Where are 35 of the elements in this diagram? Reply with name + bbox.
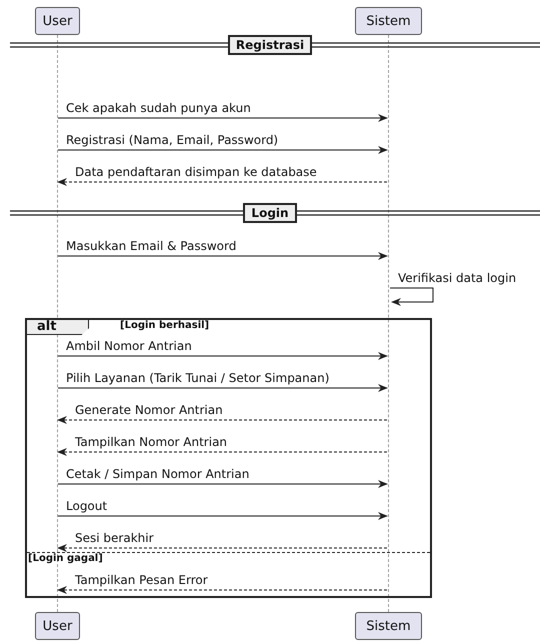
message-arrow [58,146,388,154]
return-message-arrow [57,586,388,594]
message-arrow [58,352,388,360]
participant-box: Sistem [355,7,422,35]
edge-label: Pilih Layanan (Tarik Tunai / Setor Simpanan) [64,371,332,385]
guard-label: [Login gagal] [28,553,103,564]
section-title: Login [243,203,297,223]
guard-label: [Login berhasil] [120,320,210,331]
return-message-arrow [57,544,388,552]
edge-label: Ambil Nomor Antrian [64,339,194,353]
edge-label: Generate Nomor Antrian [73,403,225,417]
edge-label: Registrasi (Nama, Email, Password) [64,133,280,147]
return-message-arrow [57,448,388,456]
edge-label: Verifikasi data login [397,271,518,285]
participant-box: User [35,7,80,35]
self-message-arrow [390,288,434,306]
return-message-arrow [57,416,388,424]
edge-label: Cek apakah sudah punya akun [64,101,253,115]
edge-label: Cetak / Simpan Nomor Antrian [64,467,252,481]
edge-label: Tampilkan Pesan Error [73,573,210,587]
message-arrow [58,384,388,392]
message-arrow [58,114,388,122]
message-arrow [58,252,388,260]
return-message-arrow [57,178,388,186]
edge-label: Data pendaftaran disimpan ke database [73,165,319,179]
edge-label: Masukkan Email & Password [64,239,238,253]
edge-label: Logout [64,499,110,513]
participant-box: User [35,612,80,640]
frame-tab: alt [27,320,89,335]
section-title: Registrasi [228,35,312,55]
message-arrow [58,512,388,520]
lifeline [388,35,389,612]
edge-label: Sesi berakhir [73,531,156,545]
message-arrow [58,480,388,488]
participant-box: Sistem [355,612,422,640]
